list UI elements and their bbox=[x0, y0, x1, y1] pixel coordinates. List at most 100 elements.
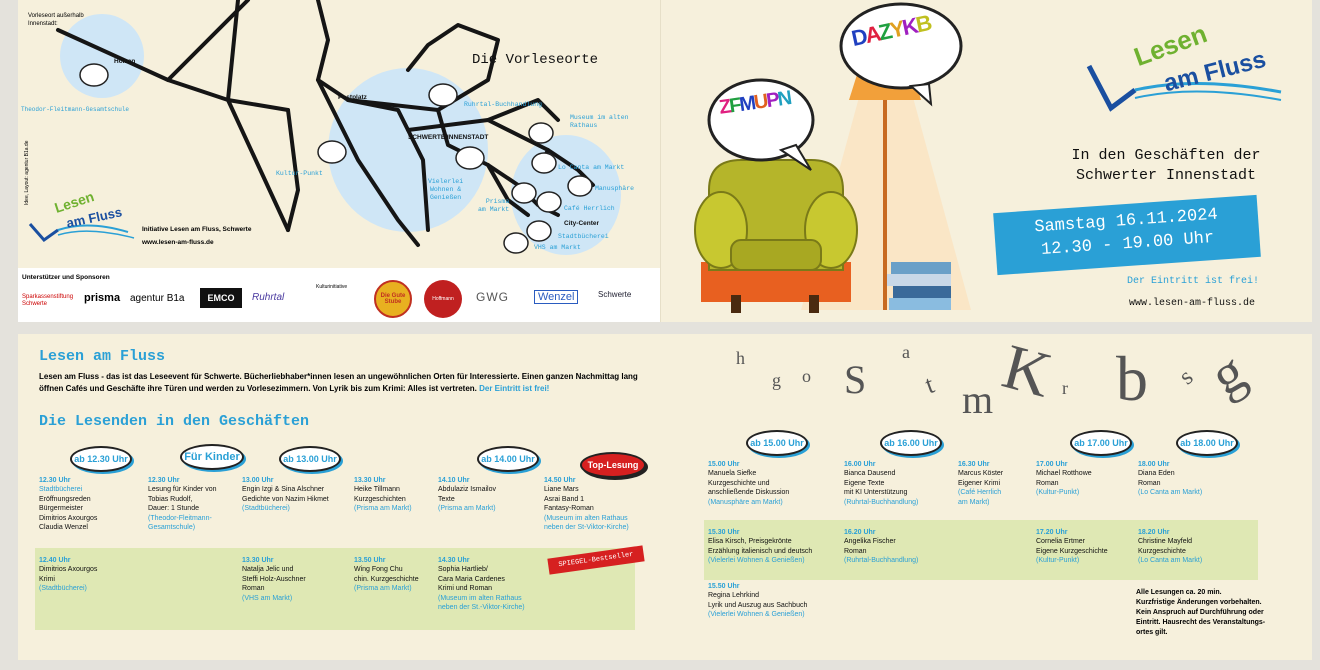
entry-time: 18.20 Uhr bbox=[1138, 529, 1170, 536]
entry-text: Marcus Köster Eigener Krimi bbox=[958, 470, 1004, 487]
entry-text: Michael Rotthowe Roman bbox=[1036, 470, 1092, 487]
place-vhs: VHS am Markt bbox=[534, 244, 581, 251]
letter-k: K bbox=[995, 330, 1059, 411]
intro-body: Lesen am Fluss - das ist das Leseevent f… bbox=[39, 372, 638, 393]
entry-time: 14.50 Uhr bbox=[544, 477, 576, 484]
place-prisma: Prisma am Markt bbox=[478, 198, 510, 213]
place-ruhrtal: Ruhrtal-Buchhandlung bbox=[464, 101, 543, 108]
letter-g2: g bbox=[1200, 340, 1256, 408]
entry-location: (Theodor-Fleitmann- Gesamtschule) bbox=[148, 514, 212, 532]
city-center-label: City-Center bbox=[564, 220, 600, 227]
entry-time: 12.30 Uhr bbox=[148, 477, 180, 484]
entry-text: Regina Lehrkind Lyrik und Auszug aus Sac… bbox=[708, 592, 808, 609]
sponsor-ruhrtal: Ruhrtal bbox=[252, 292, 285, 303]
entry-text: Sophia Hartlieb/ Cara Maria Cardenes Kri… bbox=[438, 566, 505, 592]
outside-label: Vorleseort außerhalb Innenstadt: bbox=[28, 13, 84, 27]
book-logo-large-icon bbox=[1086, 64, 1282, 112]
entry-time: 16.20 Uhr bbox=[844, 529, 876, 536]
entry-text: Abdulaziz Ismailov Texte bbox=[438, 486, 496, 503]
entry-text: Elisa Kirsch, Preisgekrönte Erzählung it… bbox=[708, 538, 813, 555]
place-lo-canta: Lo Canta am Markt bbox=[558, 164, 625, 171]
bubble-1230: ab 12.30 Uhr bbox=[70, 446, 132, 472]
entry-time: 15.50 Uhr bbox=[708, 583, 740, 590]
letter-m: m bbox=[962, 377, 994, 422]
floating-letters: h g o S a t m K r b s g bbox=[736, 330, 1296, 428]
sponsor-agentur: agentur B1a bbox=[130, 293, 185, 304]
schedule-panel: Lesen am Fluss Lesen am Fluss - das ist … bbox=[18, 330, 1312, 660]
place-vielerlei: Vielerlei Wohnen & Genießen bbox=[428, 178, 464, 201]
place-stadtbuecherei: Stadtbücherei bbox=[558, 233, 609, 240]
entry-time: 17.20 Uhr bbox=[1036, 529, 1068, 536]
hero-website[interactable]: www.lesen-am-fluss.de bbox=[1129, 298, 1256, 309]
letter-g: g bbox=[772, 370, 781, 390]
entry-time: 13.30 Uhr bbox=[354, 477, 386, 484]
letter-h: h bbox=[736, 348, 745, 368]
entry-location: (Museum im alten Rathaus neben der St-Vi… bbox=[544, 514, 629, 532]
entry-location: (Prisma am Markt) bbox=[354, 585, 412, 592]
entry-text: Lesung für Kinder von Tobias Rudolf, Dau… bbox=[148, 486, 217, 512]
bubble-1300: ab 13.00 Uhr bbox=[279, 446, 341, 472]
entry-text: Angelika Fischer Roman bbox=[844, 538, 896, 555]
entry-location: (Vielerlei Wohnen & Genießen) bbox=[708, 557, 805, 564]
schedule-note: Alle Lesungen ca. 20 min. Kurzfristige Ä… bbox=[1136, 589, 1266, 636]
place-museum: Museum im alten Rathaus bbox=[570, 114, 629, 129]
entry-text: Natalja Jelic und Steffi Holz-Auschner R… bbox=[242, 566, 306, 592]
entry-time: 12.40 Uhr bbox=[39, 557, 71, 564]
reading-illustration bbox=[694, 2, 971, 313]
place-cafe: Café Herrlich bbox=[564, 205, 615, 212]
entry-location: (Café Herrlich am Markt) bbox=[958, 489, 1002, 506]
entry-text: Heike Tillmann Kurzgeschichten bbox=[354, 486, 406, 503]
entry-text: Dimitrios Axourgos Krimi bbox=[39, 566, 98, 583]
entry-time: 16.00 Uhr bbox=[844, 461, 876, 468]
free-entry: Der Eintritt ist frei! bbox=[1127, 276, 1260, 287]
sponsor-hoffmann: Hoffmann bbox=[424, 280, 462, 318]
intro-free: Der Eintritt ist frei! bbox=[479, 384, 550, 393]
band-left bbox=[35, 548, 635, 630]
entry-location: (Vielerlei Wohnen & Genießen) bbox=[708, 611, 805, 618]
map-website[interactable]: www.lesen-am-fluss.de bbox=[142, 239, 214, 246]
date-banner: Samstag 16.11.2024 12.30 - 19.00 Uhr bbox=[993, 194, 1261, 276]
entry-location: (Kultur-Punkt) bbox=[1036, 557, 1080, 564]
intro-text: Lesen am Fluss - das ist das Leseevent f… bbox=[39, 371, 639, 395]
entry-time: 13.30 Uhr bbox=[242, 557, 274, 564]
entry-location: (VHS am Markt) bbox=[242, 594, 293, 602]
entry-text: Eröffnungsreden Bürgermeister Dimitrios … bbox=[39, 495, 98, 532]
entry-time: 16.30 Uhr bbox=[958, 461, 990, 468]
headline-2: Schwerter Innenstadt bbox=[1075, 167, 1257, 184]
entry-location: (Ruhrtal-Buchhandlung) bbox=[844, 498, 919, 506]
bubble-1700: ab 17.00 Uhr bbox=[1070, 430, 1132, 456]
place-kultur: Kultur-Punkt bbox=[276, 170, 323, 177]
bubble-1800: ab 18.00 Uhr bbox=[1176, 430, 1238, 456]
sponsor-kultur: Kulturinitiative bbox=[316, 284, 348, 290]
map-panel: Vorleseort außerhalb Innenstadt: Holzen … bbox=[18, 0, 660, 322]
entry-time: 14.10 Uhr bbox=[438, 477, 470, 484]
entry-text: Cornelia Ertmer Eigene Kurzgeschichte bbox=[1036, 538, 1108, 555]
theodor-label: Theodor-Fleitmann-Gesamtschule bbox=[21, 106, 130, 113]
bubble-1500: ab 15.00 Uhr bbox=[746, 430, 808, 456]
entry-location: (Lo Canta am Markt) bbox=[1138, 489, 1203, 496]
sponsor-wenzel: Wenzel bbox=[534, 290, 579, 304]
entry-time: 13.00 Uhr bbox=[242, 477, 274, 484]
hero-panel: ZFMUPN DAZYKB Lesen am Fluss In den Gesc… bbox=[660, 0, 1312, 322]
letter-s2: s bbox=[1174, 364, 1199, 391]
entry-text: Wing Fong Chu chin. Kurzgeschichte bbox=[354, 566, 419, 583]
book-logo-icon bbox=[28, 223, 135, 243]
entry-text: Diana Eden Roman bbox=[1138, 470, 1175, 487]
sponsor-strip: Unterstützer und Sponsoren Sparkassensti… bbox=[18, 268, 660, 322]
entry-text: Bianca Dausend Eigene Texte mit KI Unter… bbox=[844, 470, 908, 496]
entry-text: Engin Izgi & Sina Alschner Gedichte von … bbox=[242, 486, 329, 503]
sponsor-emco: EMCO bbox=[200, 288, 242, 308]
section-title: Die Lesenden in den Geschäften bbox=[39, 413, 310, 430]
